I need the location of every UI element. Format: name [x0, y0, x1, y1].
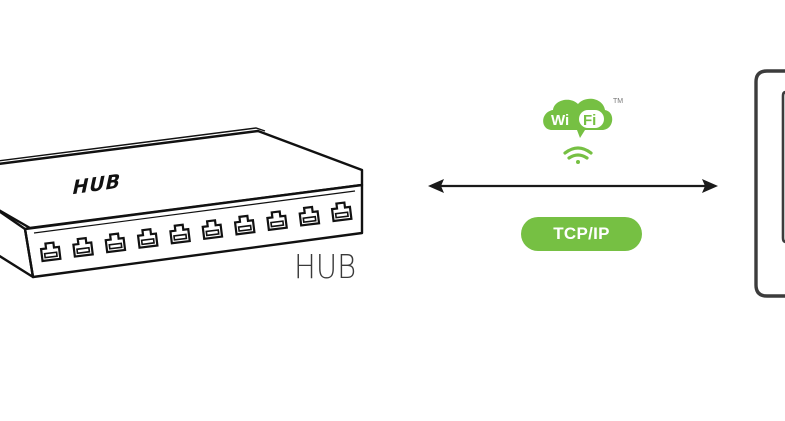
- hub-side-face: [0, 210, 35, 279]
- bidirectional-arrow: [428, 179, 718, 193]
- hub-device: HUB: [0, 127, 364, 279]
- endpoint-device: [754, 69, 785, 298]
- trademark-mark: TM: [613, 98, 624, 105]
- arrow-left-head-icon: [428, 179, 444, 193]
- hub-top-edge: [0, 127, 266, 162]
- hub-caption: HUB: [294, 247, 357, 286]
- wifi-signal-icon: [563, 146, 593, 164]
- arrow-right-head-icon: [702, 179, 718, 193]
- protocol-badge: TCP/IP: [521, 217, 642, 251]
- wifi-logo-text-fi: Fi: [583, 112, 596, 129]
- wifi-logo-icon: Wi Fi: [543, 98, 613, 164]
- wifi-logo-text-wi: Wi: [551, 112, 569, 129]
